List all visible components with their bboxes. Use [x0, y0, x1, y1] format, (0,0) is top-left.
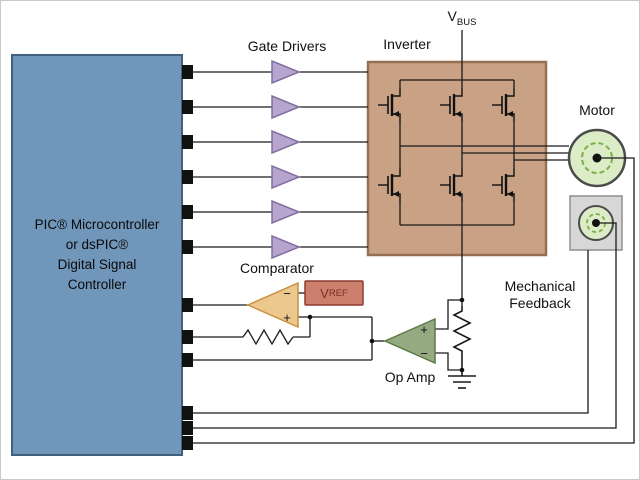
opamp-minus-sign: −	[420, 346, 428, 361]
inverter-label: Inverter	[383, 36, 431, 52]
gate-driver-triangle	[271, 235, 300, 259]
mcu-label-line: PIC® Microcontroller	[34, 217, 160, 232]
gate-drivers-label: Gate Drivers	[247, 38, 327, 54]
comparator-plus-sign: +	[283, 310, 291, 325]
vref-box	[304, 280, 364, 306]
gate-drivers	[271, 60, 300, 259]
comparator-minus-sign: −	[283, 286, 291, 301]
junction-dot	[459, 367, 465, 373]
mcu-pin	[182, 65, 193, 79]
mcu-label-line: or dsPIC®	[65, 237, 129, 252]
mcu-pin	[182, 170, 193, 184]
feedback-wire	[193, 250, 589, 414]
inverter-box	[366, 60, 548, 257]
analog-wiring	[193, 292, 462, 371]
ground-symbol	[448, 375, 476, 389]
mcu-label: PIC® Microcontroller or dsPIC® Digital S…	[12, 55, 182, 455]
comparator-label: Comparator	[240, 260, 314, 276]
mcu-pin	[182, 421, 193, 435]
mcu-label-line: Digital Signal	[57, 257, 137, 272]
gate-driver-triangle	[271, 200, 300, 224]
mcu-block	[11, 54, 183, 456]
series-resistor	[242, 328, 294, 346]
mcu-pin	[182, 100, 193, 114]
gate-driver-triangle	[271, 165, 300, 189]
mcu-pin	[182, 436, 193, 450]
mcu-label-line: Controller	[67, 277, 127, 292]
gate-driver-triangle	[271, 95, 300, 119]
junction-dot	[369, 338, 375, 344]
junction-dot	[307, 314, 313, 320]
mcu-pin	[182, 135, 193, 149]
motor-label: Motor	[579, 102, 615, 118]
feedback-wire	[193, 222, 617, 429]
mcu-pin	[182, 330, 193, 344]
comparator-triangle	[246, 281, 299, 329]
gate-driver-triangle	[271, 60, 300, 84]
vbus-label: VBUS	[447, 8, 477, 28]
mcu-pin	[182, 298, 193, 312]
feedback-wires	[193, 157, 635, 444]
junction-dot	[459, 297, 465, 303]
shunt-resistor	[452, 306, 472, 376]
inverter-wiring	[399, 30, 569, 306]
opamp-label: Op Amp	[384, 369, 436, 385]
opamp-plus-sign: +	[420, 322, 428, 337]
mcu-pin	[182, 353, 193, 367]
gate-driver-triangle	[271, 130, 300, 154]
feedback-wire	[193, 157, 635, 444]
mcu-pin	[182, 205, 193, 219]
mcu-pin	[182, 406, 193, 420]
gate-drive-wires	[193, 71, 368, 248]
mechanical-feedback-label: Mechanical Feedback	[504, 278, 576, 311]
mcu-pin	[182, 240, 193, 254]
mcu-pins	[182, 65, 193, 450]
opamp-triangle	[383, 317, 436, 365]
